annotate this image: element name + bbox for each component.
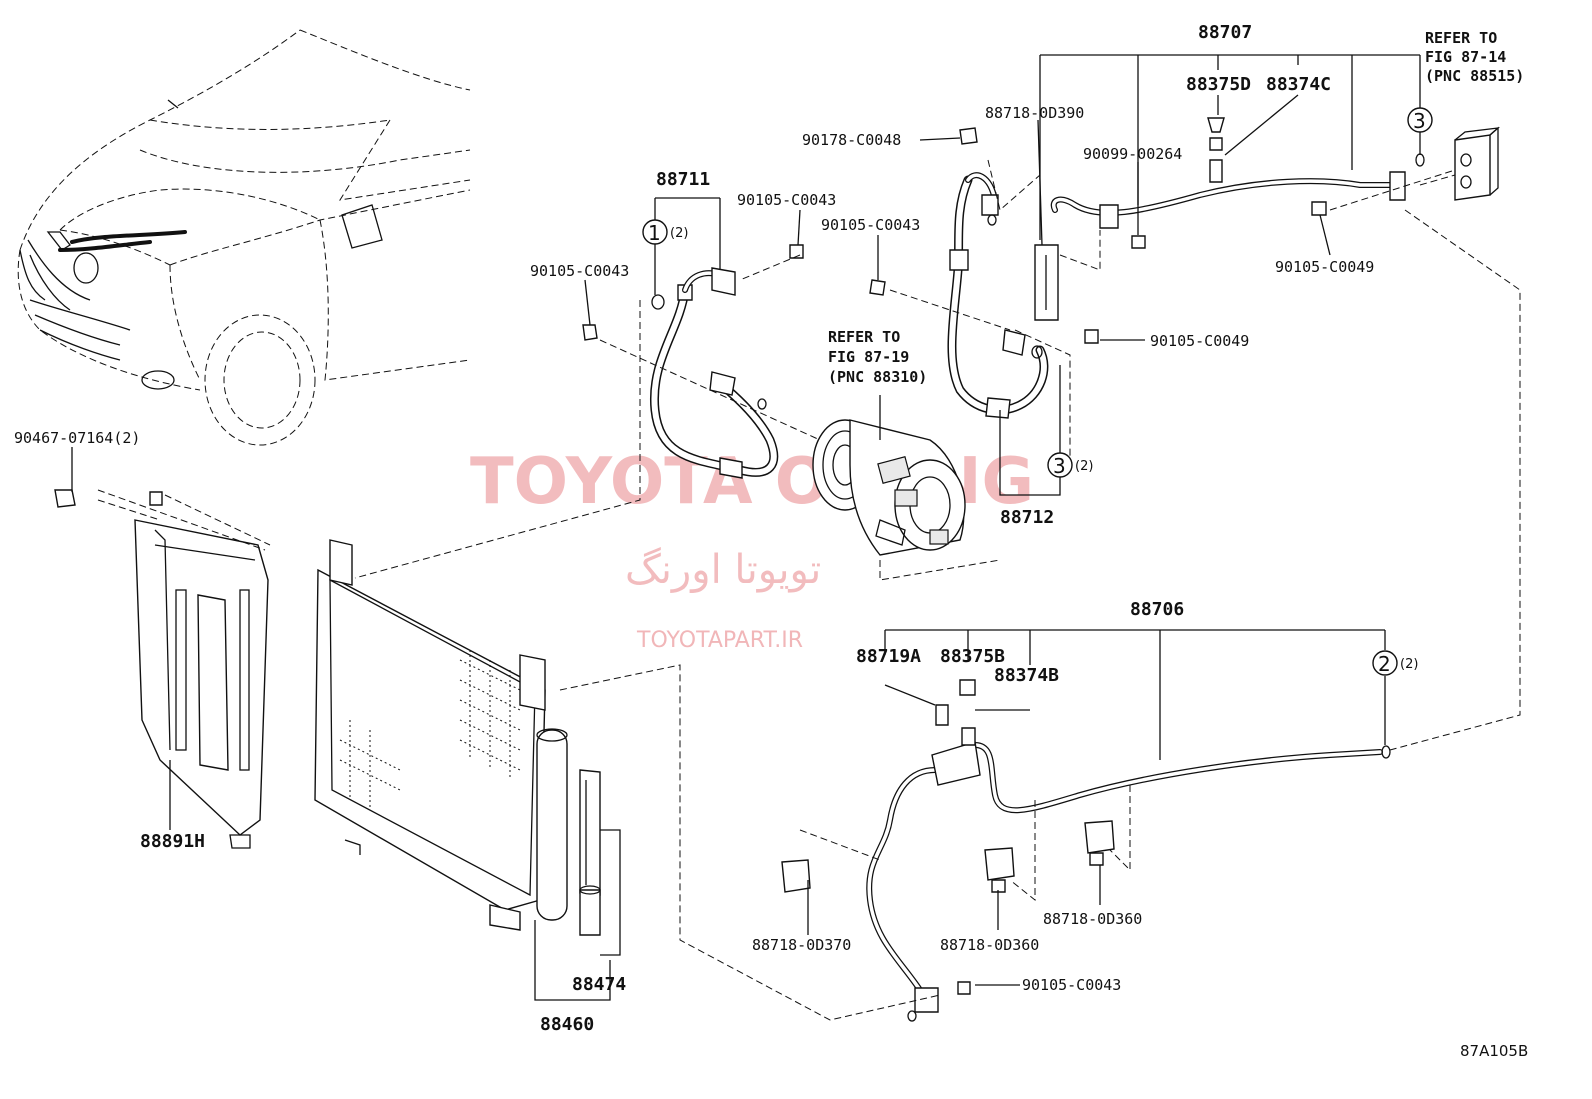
label-88460: 88460: [540, 1014, 594, 1035]
label-90105-c0043-c: 90105-C0043: [530, 262, 629, 280]
label-88375b: 88375B: [940, 646, 1005, 667]
callout-2: 2: [1378, 652, 1391, 676]
label-90105-c0043-d: 90105-C0043: [1022, 976, 1121, 994]
label-90099-00264: 90099-00264: [1083, 145, 1182, 163]
condenser-88460: [314, 539, 601, 936]
label-88706: 88706: [1130, 599, 1184, 620]
label-88718-0d360-a: 88718-0D360: [940, 936, 1039, 954]
label-90105-c0043-a: 90105-C0043: [737, 191, 836, 209]
label-88718-0d390: 88718-0D390: [985, 104, 1084, 122]
label-88891h: 88891H: [140, 831, 205, 852]
part-labels: 88707 REFER TO FIG 87-14 (PNC 88515) 883…: [14, 22, 1528, 1060]
callouts: 1 (2) 2 (2) 3 3 (2): [642, 107, 1433, 676]
label-88718-0d370: 88718-0D370: [752, 936, 851, 954]
label-90105-c0049-b: 90105-C0049: [1150, 332, 1249, 350]
label-refer-a-line1: REFER TO: [1425, 29, 1497, 47]
clamps-88718: [781, 820, 1115, 893]
callout-3a-circle: [1407, 107, 1433, 133]
label-refer-b-line3: (PNC 88310): [828, 368, 927, 386]
pipe-88706: [866, 679, 1391, 1022]
label-90178-c0048: 90178-C0048: [802, 131, 901, 149]
suction-hose-88712: [947, 172, 1049, 419]
watermark-persian: تویوتا اورنگ: [625, 547, 821, 593]
label-88712: 88712: [1000, 507, 1054, 528]
callout-2-circle: [1372, 650, 1398, 676]
label-88719a: 88719A: [856, 646, 921, 667]
callout-3b-qty: (2): [1075, 459, 1093, 474]
label-88711: 88711: [656, 169, 710, 190]
label-refer-a-line2: FIG 87-14: [1425, 48, 1506, 66]
label-90467-07164: 90467-07164(2): [14, 429, 140, 447]
label-refer-b-line1: REFER TO: [828, 328, 900, 346]
label-88375d: 88375D: [1186, 74, 1251, 95]
pipe-88707: [1034, 117, 1425, 321]
callout-3b-circle: [1047, 452, 1073, 478]
callout-1: 1: [648, 221, 661, 245]
label-88707: 88707: [1198, 22, 1252, 43]
vehicle-location-illustration: [17, 29, 471, 446]
label-88374c: 88374C: [1266, 74, 1331, 95]
seal-88891h: [134, 519, 269, 849]
watermark-site: TOYOTAPART.IR: [636, 628, 803, 653]
label-refer-a-line3: (PNC 88515): [1425, 67, 1524, 85]
callout-1-qty: (2): [670, 226, 688, 241]
label-90105-c0049-a: 90105-C0049: [1275, 258, 1374, 276]
callout-2-qty: (2): [1400, 657, 1418, 672]
bolts: [54, 127, 1327, 508]
leader-lines: [71, 54, 1521, 1021]
label-refer-b-line2: FIG 87-19: [828, 348, 909, 366]
compressor: [812, 419, 966, 556]
callout-3b: 3: [1053, 454, 1066, 478]
label-88718-0d360-b: 88718-0D360: [1043, 910, 1142, 928]
figure-code: 87A105B: [1460, 1042, 1528, 1060]
callout-3a: 3: [1413, 109, 1426, 133]
label-88374b: 88374B: [994, 665, 1059, 686]
discharge-hose-88711: [649, 267, 779, 479]
label-88474: 88474: [572, 974, 626, 995]
expansion-valve: [1454, 126, 1501, 201]
callout-1-circle: [642, 219, 668, 245]
label-90105-c0043-b: 90105-C0043: [821, 216, 920, 234]
